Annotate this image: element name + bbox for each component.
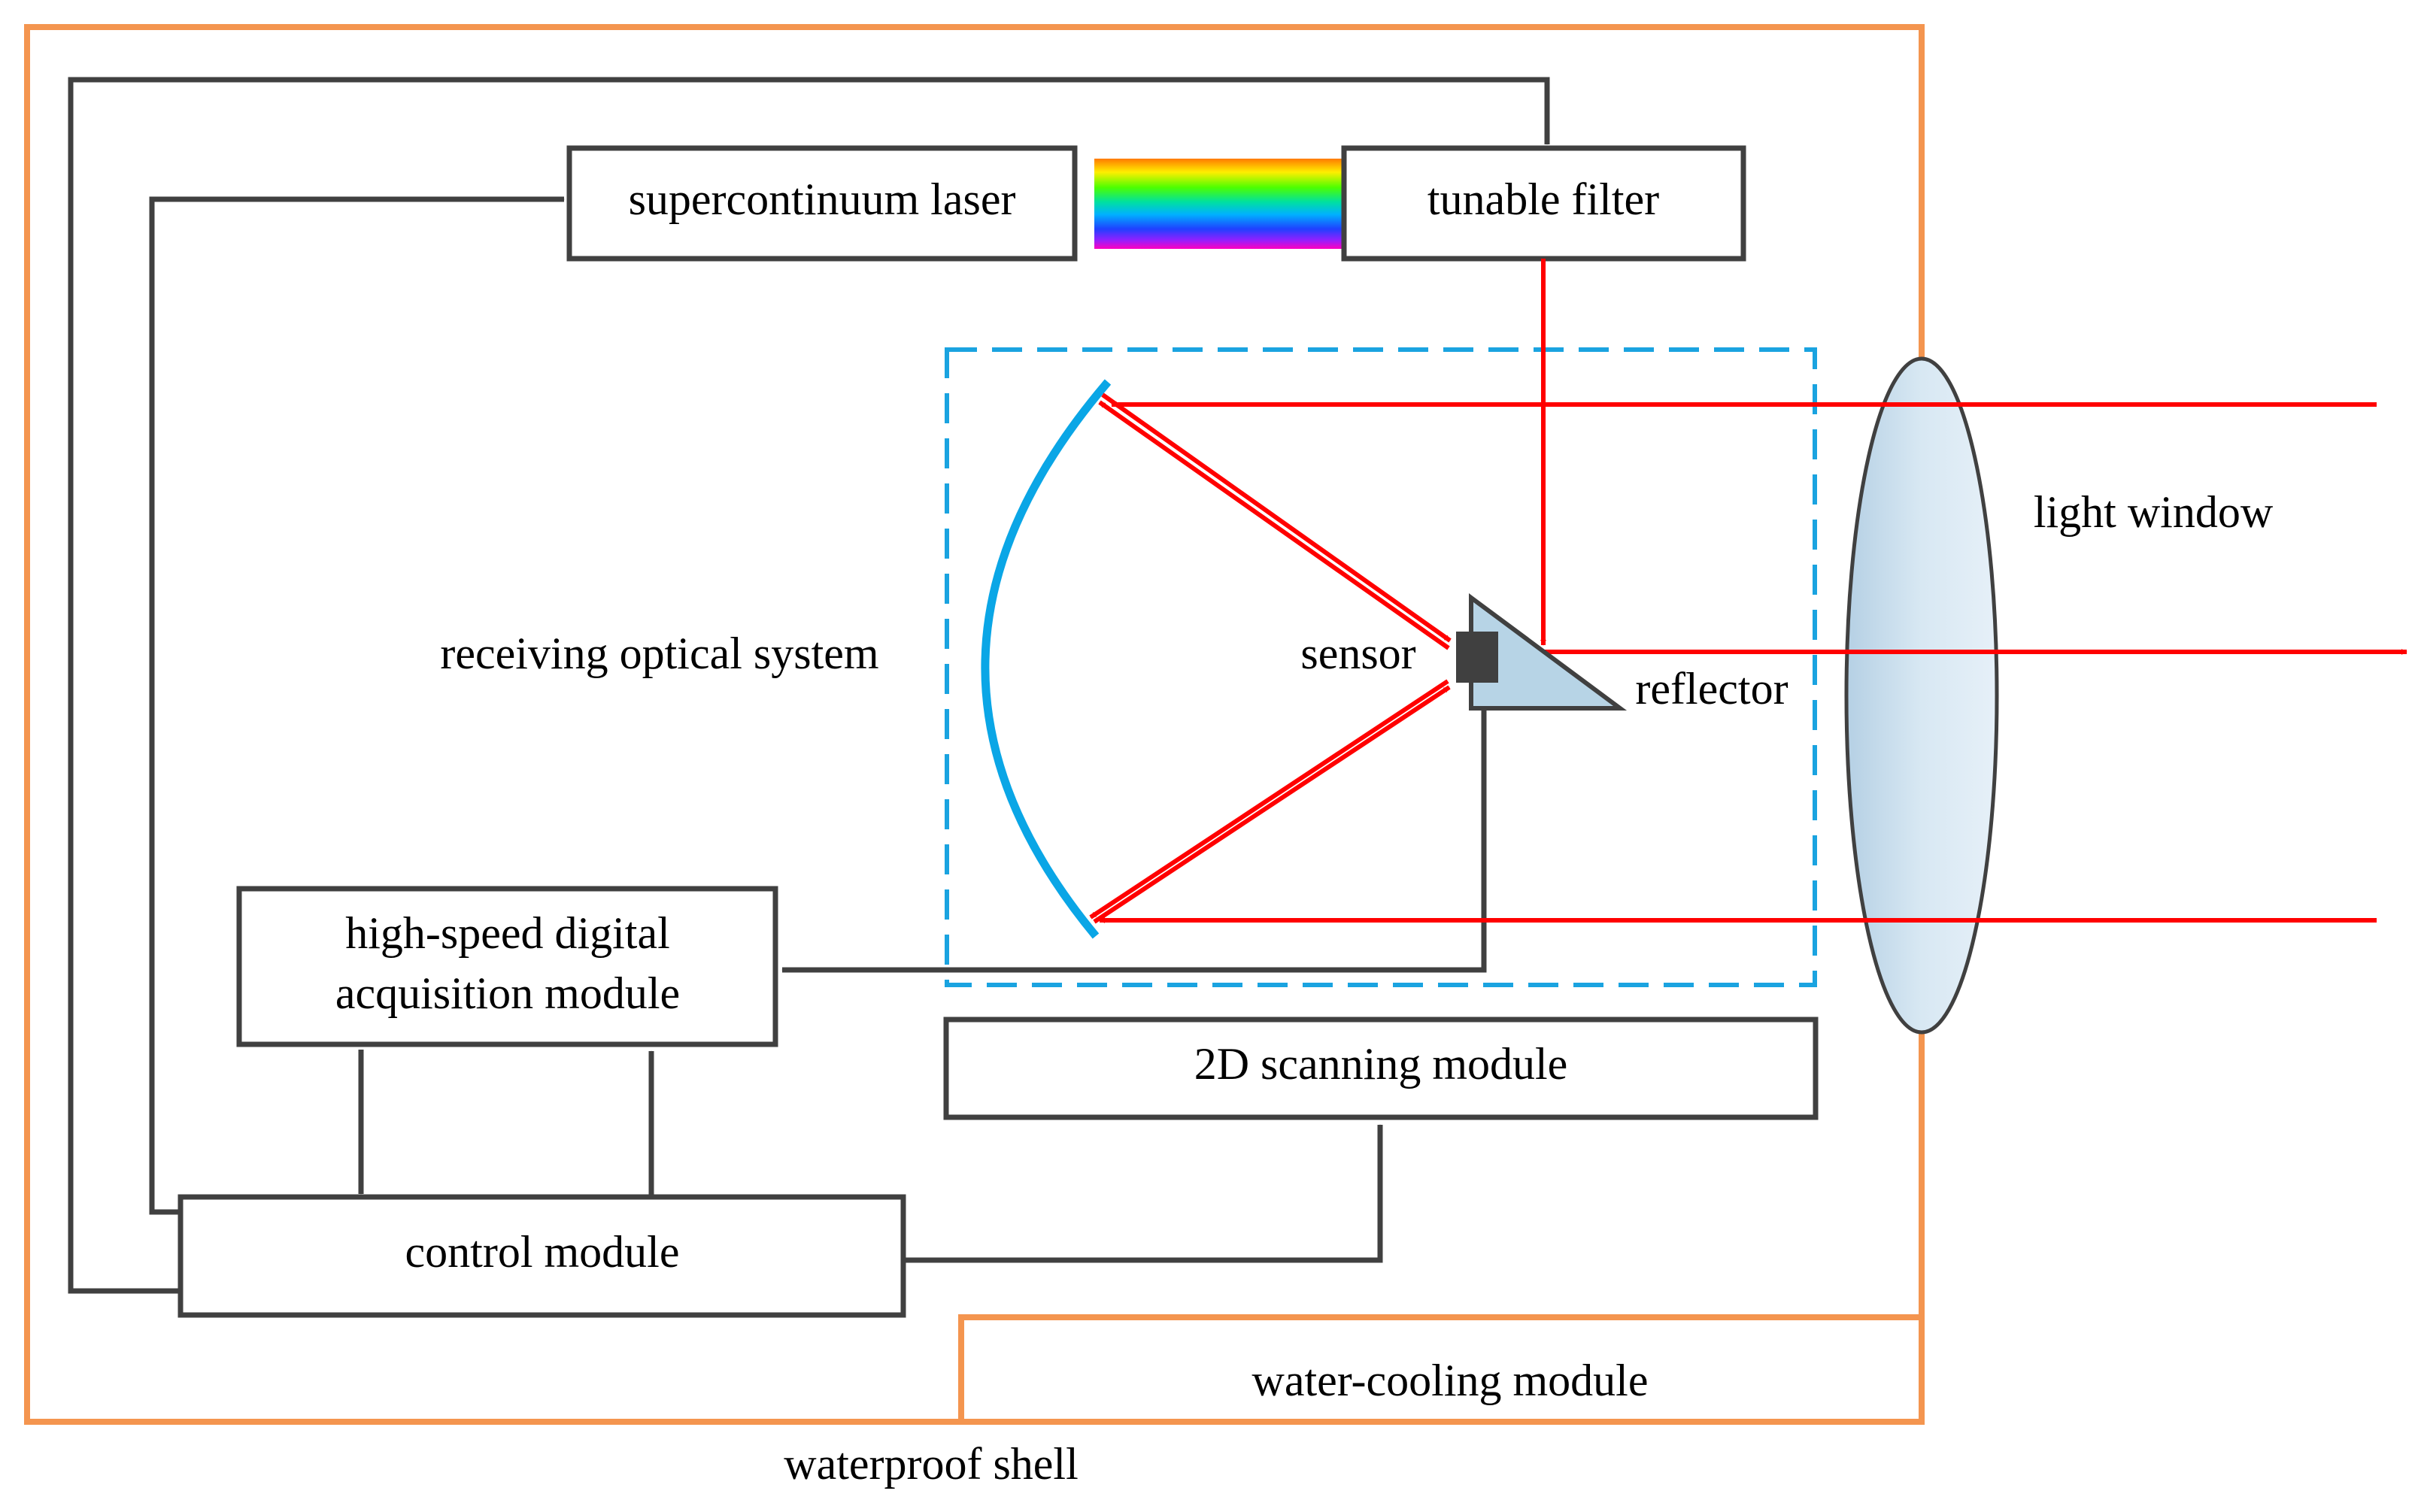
- acquisition-box: [236, 886, 778, 1047]
- sensor-to-mirror-beam-lower: [1089, 679, 1449, 920]
- sensor-label: sensor: [1300, 629, 1415, 678]
- control-box: [177, 1194, 906, 1318]
- concave-mirror: [981, 379, 1112, 939]
- acquisition-label-line2: acquisition module: [335, 968, 680, 1018]
- scanning-label: 2D scanning module: [1194, 1039, 1568, 1089]
- mirror-to-sensor-beam-lower: [1093, 685, 1451, 924]
- control-label: control module: [405, 1227, 680, 1277]
- scanning-box: [943, 1017, 1819, 1120]
- filter-block: tunable filter: [1341, 145, 1746, 262]
- spectrum-beam: [1094, 159, 1343, 249]
- mirror-to-sensor-beam-upper: [1101, 392, 1452, 643]
- sensor-to-mirror-beam-upper: [1098, 400, 1450, 650]
- laser-label: supercontinuum laser: [629, 174, 1016, 224]
- cooling-module-label: water-cooling module: [1252, 1356, 1649, 1405]
- laser-box: [566, 145, 1078, 262]
- control-to-laser-connector: [149, 196, 565, 1215]
- reflector-label: reflector: [1635, 664, 1788, 714]
- sensor-to-acquisition-connector: [781, 708, 1487, 973]
- waterproof-shell-label: waterproof shell: [784, 1439, 1079, 1489]
- control-to-scanning-connector: [905, 1124, 1383, 1263]
- laser-block: supercontinuum laser: [566, 145, 1078, 262]
- cooling-module-outline: [958, 1314, 1925, 1422]
- light-window-lens: [1844, 356, 1999, 1035]
- acquisition-label-line1: high-speed digital: [345, 908, 670, 958]
- scanning-block: 2D scanning module: [943, 1017, 1819, 1120]
- filter-label: tunable filter: [1427, 174, 1659, 224]
- receiving-optics-label: receiving optical system: [440, 629, 878, 678]
- light-window-label: light window: [2034, 487, 2274, 537]
- connectors: [68, 77, 1550, 1294]
- acquisition-block: high-speed digital acquisition module: [236, 886, 778, 1047]
- water-cooling-module: water-cooling module: [958, 1314, 1925, 1422]
- receiving-optics-boundary: [945, 347, 1817, 987]
- optical-beams: [1089, 259, 2407, 924]
- control-block: control module: [177, 1194, 906, 1318]
- control-to-filter-connector: [68, 77, 1550, 1294]
- sensor-chip: [1456, 632, 1498, 683]
